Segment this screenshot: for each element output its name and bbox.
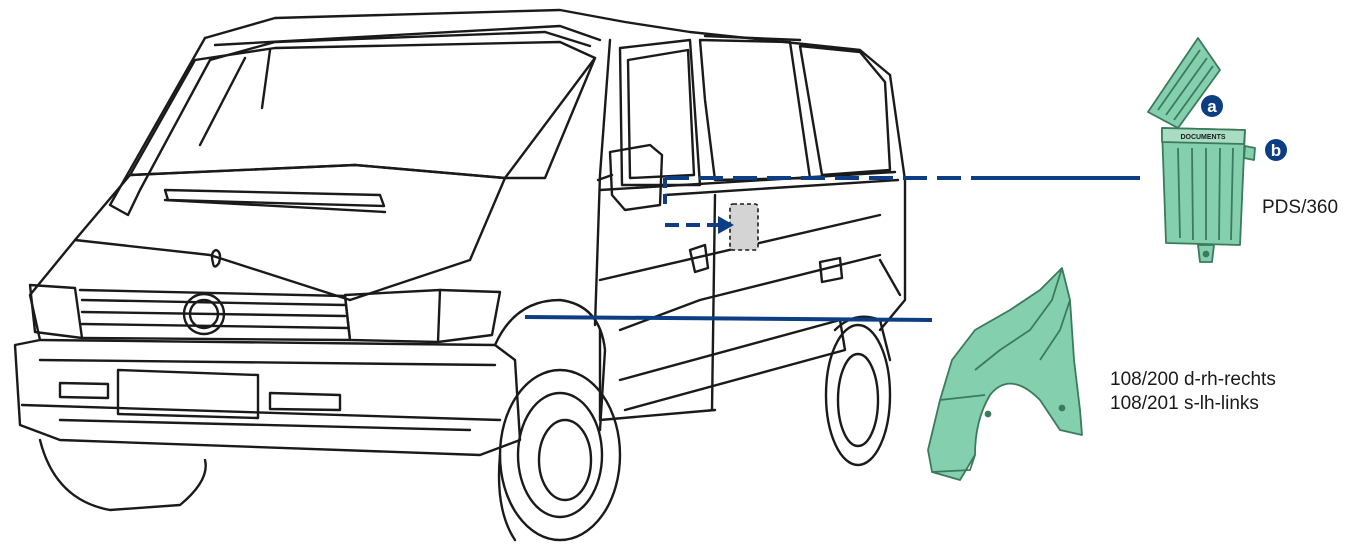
fender-part-code-right: 108/200 d-rh-rechts [1110, 368, 1276, 392]
fender-part [928, 268, 1082, 480]
fender-part-codes: 108/200 d-rh-rechts 108/201 s-lh-links [1110, 368, 1276, 416]
documents-box-part [1148, 38, 1255, 262]
documents-part-code: PDS/360 [1262, 196, 1338, 220]
callout-b-label: b [1271, 141, 1281, 160]
fender-part-code-left: 108/201 s-lh-links [1110, 392, 1276, 416]
documents-box-label: DOCUMENTS [1180, 134, 1225, 141]
placement-marker [730, 204, 758, 250]
van-illustration [15, 10, 905, 540]
callout-a-label: a [1207, 97, 1217, 116]
